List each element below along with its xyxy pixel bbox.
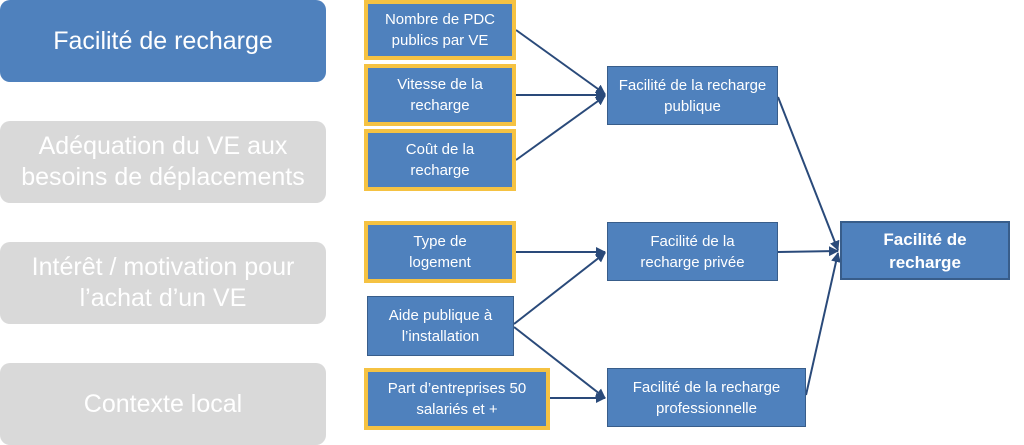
node-recharge-privee: Facilité de la recharge privée: [607, 222, 778, 281]
edge-cout-to-publique: [515, 95, 606, 161]
sidebar-item-contexte-local[interactable]: Contexte local: [0, 363, 326, 445]
node-facilite-recharge-output: Facilité de recharge: [840, 221, 1010, 280]
factor-part-entreprises: Part d’entreprises 50 salariés et +: [364, 368, 550, 430]
edge-pdc-to-publique: [515, 29, 606, 95]
edge-pro-to-output: [805, 252, 841, 396]
sidebar-item-adequation[interactable]: Adéquation du VE aux besoins de déplacem…: [0, 121, 326, 203]
sidebar-item-interet-motivation[interactable]: Intérêt / motivation pour l’achat d’un V…: [0, 242, 326, 324]
edge-aide-to-privee: [513, 252, 606, 325]
factor-nombre-pdc: Nombre de PDC publics par VE: [364, 0, 516, 60]
node-recharge-publique: Facilité de la recharge publique: [607, 66, 778, 125]
sidebar-item-label: Facilité de recharge: [53, 26, 273, 55]
edge-aide-to-pro: [513, 326, 606, 399]
factor-vitesse-recharge: Vitesse de la recharge: [364, 64, 516, 126]
sidebar-item-label: Adéquation du VE aux besoins de déplacem…: [21, 132, 305, 191]
factor-type-logement: Type de logement: [364, 221, 516, 283]
factor-cout-recharge: Coût de la recharge: [364, 129, 516, 191]
edge-publique-to-output: [777, 96, 840, 251]
factor-aide-publique: Aide publique à l’installation: [367, 296, 514, 356]
node-recharge-professionnelle: Facilité de la recharge professionnelle: [607, 368, 806, 427]
sidebar-item-label: Contexte local: [83, 389, 243, 418]
sidebar-item-facilite-recharge[interactable]: Facilité de recharge: [0, 0, 326, 82]
edge-privee-to-output: [777, 246, 839, 257]
sidebar-item-label: Intérêt / motivation pour l’achat d’un V…: [31, 253, 295, 312]
